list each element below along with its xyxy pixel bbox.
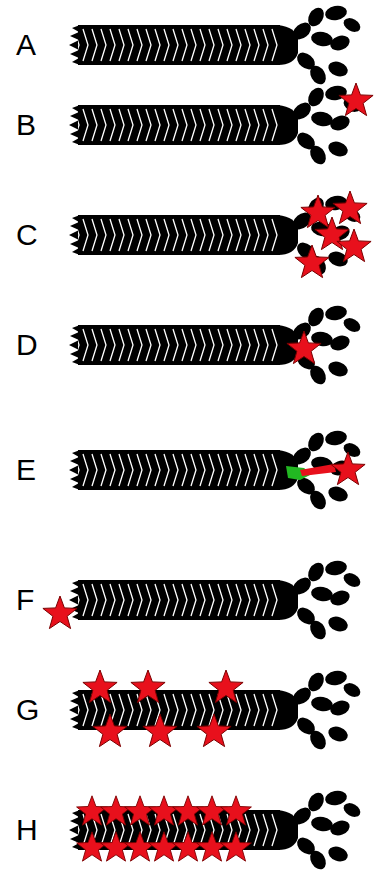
filament: [69, 83, 373, 167]
row-letter: H: [16, 813, 38, 847]
filament: [69, 304, 363, 387]
row-letter: F: [16, 583, 34, 617]
filament: [43, 559, 363, 642]
filament: [69, 191, 371, 278]
filament: [69, 669, 363, 752]
row-letter: E: [16, 453, 36, 487]
filament: [69, 429, 365, 512]
filament: [69, 789, 363, 872]
row-letter: C: [16, 218, 38, 252]
row-letter: A: [16, 28, 36, 62]
row-letter: D: [16, 328, 38, 362]
filament: [69, 4, 363, 87]
row-letter: G: [16, 693, 39, 727]
row-letter: B: [16, 108, 36, 142]
